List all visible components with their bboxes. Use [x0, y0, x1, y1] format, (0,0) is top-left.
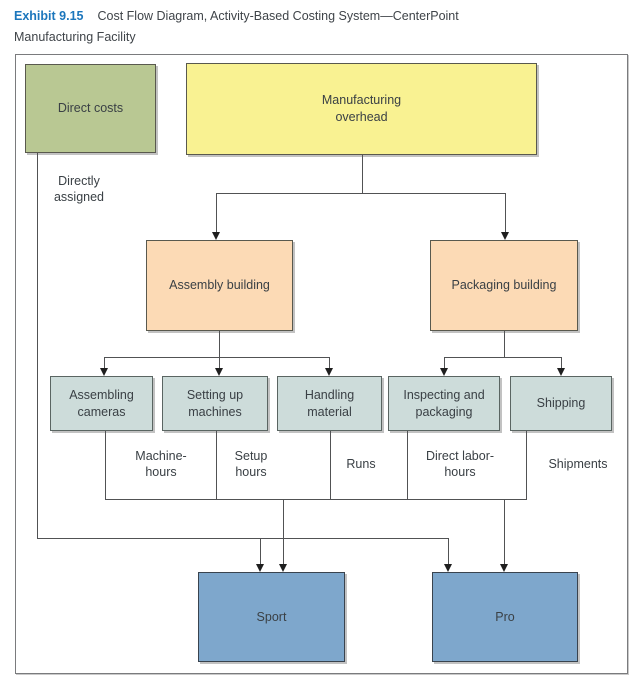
connector-assembly-split [104, 357, 330, 358]
exhibit-title: Exhibit 9.15 Cost Flow Diagram, Activity-… [14, 6, 620, 48]
label-shipments-text: Shipments [548, 457, 608, 471]
connector-collector-to-sport [283, 499, 284, 565]
node-manufacturing-overhead-line2: overhead [335, 110, 388, 124]
node-packaging-building-label: Packaging building [451, 278, 557, 292]
connector-direct-costs-horizontal [37, 538, 449, 539]
connector-overhead-split [216, 193, 506, 194]
node-inspecting-packaging: Inspecting and packaging [388, 376, 500, 431]
connector-packaging-stem [504, 331, 505, 357]
arrowhead-direct-to-pro [444, 564, 452, 572]
arrowhead-to-setting-up-machines [215, 368, 223, 376]
driver-line-shipments [526, 431, 527, 499]
node-packaging-building: Packaging building [430, 240, 578, 331]
connector-collector-to-pro [504, 499, 505, 565]
connector-assembly-to-setup [219, 357, 220, 369]
connector-packaging-to-shipping [561, 357, 562, 369]
driver-line-setup-hours [216, 431, 217, 499]
node-setting-up-machines-line1: Setting up [186, 387, 244, 402]
label-setup-hours-line1: Setup [234, 449, 268, 463]
label-directly-assigned: Directly assigned [38, 173, 120, 205]
node-pro-label: Pro [495, 609, 515, 624]
node-manufacturing-overhead: Manufacturing overhead [186, 63, 537, 155]
arrowhead-to-assembly-building [212, 232, 220, 240]
label-machine-hours: Machine- hours [105, 448, 217, 480]
connector-driver-collector [105, 499, 527, 500]
node-sport-label: Sport [256, 609, 287, 624]
node-pro: Pro [432, 572, 578, 662]
exhibit-number: Exhibit 9.15 [14, 9, 84, 23]
connector-packaging-split [444, 357, 562, 358]
label-directly-assigned-line2: assigned [53, 190, 105, 204]
arrowhead-allocated-to-sport [279, 564, 287, 572]
arrowhead-direct-to-sport [256, 564, 264, 572]
node-direct-costs: Direct costs [25, 64, 156, 153]
label-direct-labor-hours-line2: hours [444, 465, 476, 479]
label-shipments: Shipments [532, 456, 624, 472]
label-directly-assigned-line1: Directly [58, 174, 100, 188]
node-setting-up-machines: Setting up machines [162, 376, 268, 431]
node-manufacturing-overhead-line1: Manufacturing [321, 93, 402, 107]
connector-direct-costs-stem [37, 153, 38, 538]
node-sport: Sport [198, 572, 345, 662]
label-runs-text: Runs [346, 457, 376, 471]
label-setup-hours: Setup hours [216, 448, 286, 480]
node-assembly-building-label: Assembly building [169, 278, 270, 292]
node-handling-material: Handling material [277, 376, 382, 431]
node-direct-costs-label: Direct costs [57, 101, 124, 115]
label-direct-labor-hours-line1: Direct labor- [425, 449, 495, 463]
arrowhead-to-handling-material [325, 368, 333, 376]
exhibit-title-line1: Cost Flow Diagram, Activity-Based Costin… [97, 9, 459, 23]
arrowhead-to-assembling-cameras [100, 368, 108, 376]
connector-packaging-to-inspecting [444, 357, 445, 369]
label-machine-hours-line1: Machine- [135, 449, 187, 463]
diagram-frame [15, 54, 628, 674]
label-machine-hours-line2: hours [145, 465, 177, 479]
label-direct-labor-hours: Direct labor- hours [404, 448, 516, 480]
connector-assembly-to-cameras [104, 357, 105, 369]
connector-assembly-stem [219, 331, 220, 357]
arrowhead-to-inspecting-packaging [440, 368, 448, 376]
connector-overhead-stem [362, 155, 363, 193]
node-inspecting-packaging-line2: packaging [415, 404, 473, 419]
connector-direct-to-pro [448, 538, 449, 565]
node-handling-material-line2: material [307, 404, 352, 419]
driver-line-machine-hours [105, 431, 106, 499]
connector-overhead-to-assembly [216, 193, 217, 233]
label-runs: Runs [330, 456, 392, 472]
label-setup-hours-line2: hours [235, 465, 267, 479]
node-shipping: Shipping [510, 376, 612, 431]
connector-direct-to-sport [260, 538, 261, 565]
node-handling-material-line1: Handling [304, 387, 355, 402]
node-setting-up-machines-line2: machines [188, 404, 242, 419]
arrowhead-to-packaging-building [501, 232, 509, 240]
node-shipping-label: Shipping [536, 396, 586, 410]
driver-line-direct-labor-hours [407, 431, 408, 499]
node-assembling-cameras-line2: cameras [77, 404, 126, 419]
node-inspecting-packaging-line1: Inspecting and [403, 387, 485, 402]
node-assembly-building: Assembly building [146, 240, 293, 331]
connector-assembly-to-handling [329, 357, 330, 369]
node-assembling-cameras: Assembling cameras [50, 376, 153, 431]
driver-line-runs [330, 431, 331, 499]
node-assembling-cameras-line1: Assembling [69, 387, 134, 402]
connector-overhead-to-packaging [505, 193, 506, 233]
arrowhead-allocated-to-pro [500, 564, 508, 572]
arrowhead-to-shipping [557, 368, 565, 376]
exhibit-title-line2: Manufacturing Facility [14, 30, 136, 44]
